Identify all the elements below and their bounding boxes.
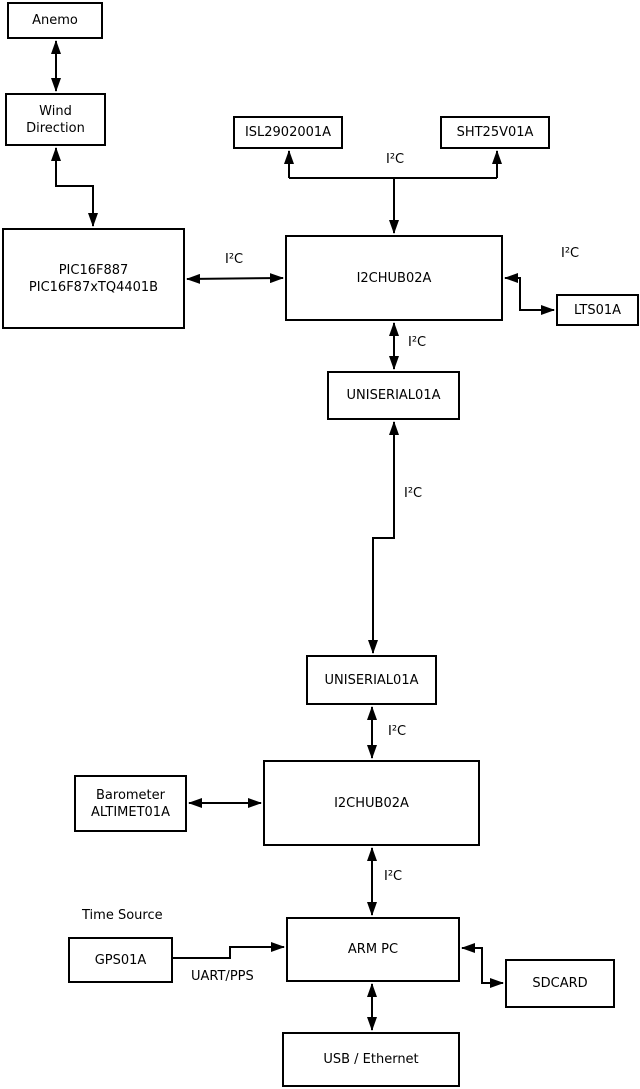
node-isl2902001a: ISL2902001A	[233, 116, 343, 149]
node-sdcard: SDCARD	[505, 959, 615, 1008]
node-uniserial01a-bottom-label: UNISERIAL01A	[324, 672, 419, 688]
label-time-source: Time Source	[82, 908, 163, 923]
edge-i2chub1-lts	[504, 273, 555, 315]
node-gps01a-label: GPS01A	[94, 952, 147, 968]
node-anemo-label: Anemo	[32, 13, 78, 28]
node-pic16f887-line2: PIC16F87xTQ4401B	[28, 279, 159, 295]
node-usb-ethernet-label: USB / Ethernet	[323, 1052, 419, 1067]
node-i2chub02a-bottom-label: I2CHUB02A	[334, 795, 409, 811]
label-i2c-hub-lts: I²C	[561, 246, 580, 261]
node-pic16f887-line1: PIC16F887	[58, 262, 129, 278]
node-isl2902001a-label: ISL2902001A	[244, 125, 332, 140]
node-pic16f887: PIC16F887 PIC16F87xTQ4401B	[2, 228, 185, 329]
node-i2chub02a-bottom: I2CHUB02A	[263, 760, 480, 846]
edge-uniserial1-uniserial2	[368, 421, 399, 654]
label-i2c-sensor-bus: I²C	[386, 152, 405, 167]
node-lts01a-label: LTS01A	[573, 302, 622, 318]
label-i2c-pic-hub: I²C	[225, 252, 244, 267]
node-lts01a: LTS01A	[556, 294, 639, 326]
label-i2c-hub-uniserial: I²C	[408, 335, 427, 350]
edge-pic-i2chub1	[186, 273, 284, 284]
label-i2c-hub2-armpc: I²C	[384, 869, 403, 884]
node-barometer-altimet01a: Barometer ALTIMET01A	[74, 775, 187, 832]
node-anemo: Anemo	[7, 2, 103, 39]
node-arm-pc: ARM PC	[286, 917, 460, 982]
node-arm-pc-label: ARM PC	[347, 942, 399, 957]
edge-armpc-sdcard	[461, 943, 504, 988]
node-barometer-line1: Barometer	[96, 787, 165, 803]
node-i2chub02a-top: I2CHUB02A	[285, 235, 503, 321]
node-wind-direction-line2: Direction	[26, 120, 85, 136]
node-gps01a: GPS01A	[68, 937, 173, 983]
edge-gps-armpc	[173, 942, 285, 959]
node-uniserial01a-top-label: UNISERIAL01A	[346, 388, 441, 403]
node-sht25v01a-label: SHT25V01A	[456, 125, 534, 140]
node-usb-ethernet: USB / Ethernet	[282, 1032, 460, 1087]
node-sht25v01a: SHT25V01A	[440, 116, 550, 149]
node-uniserial01a-top: UNISERIAL01A	[327, 371, 460, 420]
label-i2c-uniserial-link: I²C	[404, 486, 423, 501]
label-uart-pps: UART/PPS	[191, 969, 254, 984]
node-uniserial01a-bottom: UNISERIAL01A	[306, 655, 437, 705]
node-sdcard-label: SDCARD	[532, 976, 588, 991]
node-barometer-line2: ALTIMET01A	[91, 804, 170, 820]
node-wind-direction-line1: Wind	[39, 103, 72, 119]
node-wind-direction: Wind Direction	[5, 93, 106, 146]
label-i2c-uniserial-hub2: I²C	[388, 724, 407, 739]
edge-winddir-pic	[51, 147, 98, 227]
node-i2chub02a-top-label: I2CHUB02A	[356, 270, 432, 286]
